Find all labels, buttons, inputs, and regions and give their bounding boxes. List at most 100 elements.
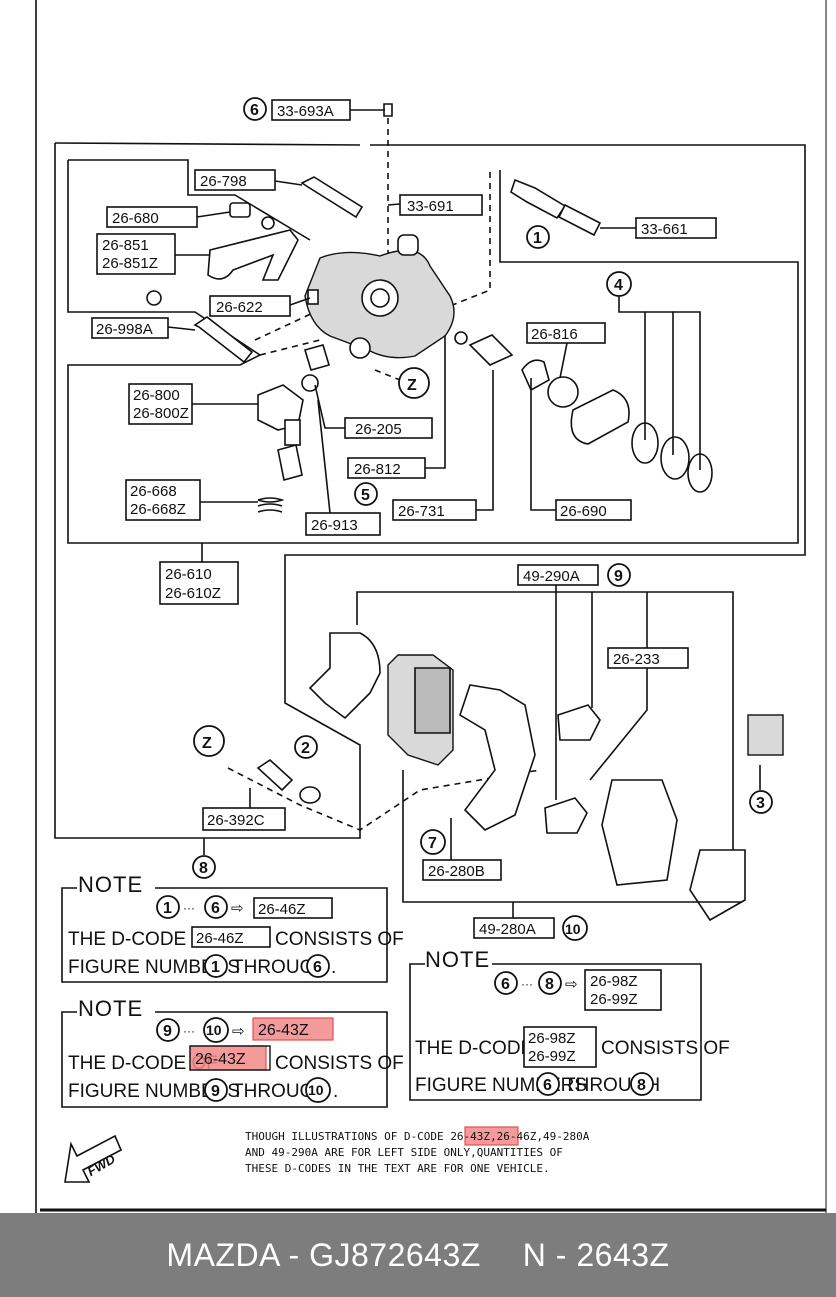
ref-circle-1: 1: [526, 225, 550, 249]
part-label-26-233: 26-233: [607, 647, 689, 669]
svg-text:7: 7: [428, 835, 437, 852]
svg-text:26-392C: 26-392C: [207, 812, 265, 829]
svg-text:33-661: 33-661: [641, 221, 688, 238]
svg-text:26-816: 26-816: [531, 326, 578, 343]
ref-circle-9-top: 9: [607, 563, 631, 587]
svg-text:33-691: 33-691: [407, 198, 454, 215]
part-label-26-998A: 26-998A: [91, 317, 169, 339]
svg-text:26-46Z: 26-46Z: [196, 930, 244, 947]
part-label-26-205: 26-205: [344, 417, 433, 439]
svg-text:6: 6: [250, 102, 259, 119]
svg-text:5: 5: [361, 487, 370, 504]
svg-text:NOTE: NOTE: [425, 947, 490, 972]
ref-circle-7: 7: [420, 829, 446, 855]
svg-text:26-46Z: 26-46Z: [258, 901, 306, 918]
svg-text:3: 3: [756, 795, 765, 812]
ref-circle-5: 5: [354, 482, 378, 506]
svg-text:THE D-CODE OF: THE D-CODE OF: [68, 929, 218, 950]
svg-text:10: 10: [565, 921, 581, 937]
part-label-49-280A: 49-280A: [473, 917, 555, 939]
highlight-26-43Z-b: [189, 1045, 267, 1071]
svg-text:6: 6: [501, 976, 510, 993]
svg-text:26-668Z: 26-668Z: [130, 501, 186, 518]
svg-text:26-800Z: 26-800Z: [133, 405, 189, 422]
svg-text:1: 1: [163, 900, 172, 917]
ref-circle-3: 3: [749, 790, 773, 814]
svg-text:26-205: 26-205: [355, 421, 402, 438]
footer-part-number: MAZDA - GJ872643Z: [166, 1236, 481, 1273]
footnote: THOUGH ILLUSTRATIONS OF D-CODE 26-43Z,26…: [245, 1126, 590, 1175]
svg-text:⇨: ⇨: [565, 976, 578, 993]
svg-text:FIGURE NUMBERS: FIGURE NUMBERS: [68, 1081, 240, 1102]
svg-text:26-280B: 26-280B: [428, 863, 485, 880]
svg-text:26-998A: 26-998A: [96, 321, 153, 338]
svg-text:8: 8: [199, 860, 208, 877]
svg-text:33-693A: 33-693A: [277, 103, 334, 120]
part-label-49-290A: 49-290A: [517, 564, 599, 586]
svg-text:.: .: [333, 1081, 338, 1102]
svg-text:THOUGH ILLUSTRATIONS OF D-CODE: THOUGH ILLUSTRATIONS OF D-CODE 26-43Z,26…: [245, 1130, 590, 1143]
svg-text:26-690: 26-690: [560, 503, 607, 520]
part-label-26-798: 26-798: [194, 169, 276, 191]
svg-text:26-43Z: 26-43Z: [258, 1022, 309, 1039]
svg-text:10: 10: [206, 1022, 222, 1038]
part-label-26-913: 26-913: [305, 512, 381, 536]
ref-circle-2: 2: [294, 735, 318, 759]
svg-text:49-290A: 49-290A: [523, 568, 580, 585]
svg-text:···: ···: [183, 901, 195, 915]
highlight-26-43Z-a: [252, 1017, 334, 1041]
svg-text:26-798: 26-798: [200, 173, 247, 190]
part-label-26-280B: 26-280B: [422, 859, 502, 881]
ref-circle-4: 4: [606, 271, 632, 297]
svg-text:THESE D-CODES IN THE TEXT ARE: THESE D-CODES IN THE TEXT ARE FOR ONE VE…: [245, 1162, 550, 1175]
part-label-26-690: 26-690: [555, 499, 632, 521]
part-label-26-392C: 26-392C: [202, 807, 286, 831]
part-label-33-691: 33-691: [399, 194, 483, 216]
ref-circle-6-top: 6: [243, 97, 267, 121]
svg-text:···: ···: [521, 977, 533, 991]
ref-circle-z-bottom: Z: [193, 725, 225, 757]
svg-text:AND 49-290A ARE FOR LEFT SIDE: AND 49-290A ARE FOR LEFT SIDE ONLY,QUANT…: [245, 1146, 563, 1159]
footer-bar: MAZDA - GJ872643Z N - 2643Z: [0, 1213, 836, 1297]
svg-text:NOTE: NOTE: [78, 872, 143, 897]
svg-text:⇨: ⇨: [231, 900, 244, 917]
part-label-26-812: 26-812: [347, 457, 426, 479]
svg-text:26-731: 26-731: [398, 503, 445, 520]
svg-text:6: 6: [543, 1077, 552, 1094]
svg-text:26-622: 26-622: [216, 299, 263, 316]
svg-text:Z: Z: [202, 735, 212, 752]
svg-text:8: 8: [637, 1077, 646, 1094]
svg-text:26-668: 26-668: [130, 483, 177, 500]
svg-text:CONSISTS OF: CONSISTS OF: [601, 1038, 730, 1059]
highlight-26-43Z-c: [464, 1126, 519, 1146]
ref-circle-10-bottom: 10: [562, 915, 588, 941]
svg-text:1: 1: [211, 959, 220, 976]
svg-text:2: 2: [301, 740, 310, 757]
svg-text:26-98Z: 26-98Z: [590, 973, 638, 990]
svg-text:26-233: 26-233: [613, 651, 660, 668]
svg-text:THROUGH: THROUGH: [232, 957, 328, 978]
svg-text:CONSISTS OF: CONSISTS OF: [275, 1053, 404, 1074]
ref-circle-z-top: Z: [398, 367, 430, 399]
svg-text:FIGURE NUMBERS: FIGURE NUMBERS: [68, 957, 240, 978]
part-label-33-661: 33-661: [635, 217, 717, 239]
part-label-33-693A: 33-693A: [271, 99, 351, 121]
svg-text:···: ···: [183, 1024, 195, 1038]
svg-text:26-98Z: 26-98Z: [528, 1030, 576, 1047]
svg-text:10: 10: [308, 1082, 324, 1098]
part-label-26-731: 26-731: [392, 499, 477, 521]
svg-text:NOTE: NOTE: [78, 996, 143, 1021]
svg-text:26-851: 26-851: [102, 237, 149, 254]
svg-text:THE D-CODE OF: THE D-CODE OF: [68, 1053, 218, 1074]
svg-text:⇨: ⇨: [232, 1023, 245, 1040]
svg-text:9: 9: [163, 1023, 172, 1040]
note-2: NOTE 9 ··· 10 ⇨ 26-43Z THE D-CODE OF 26-…: [61, 996, 404, 1108]
svg-text:CONSISTS OF: CONSISTS OF: [275, 929, 404, 950]
footer-reference: N - 2643Z: [522, 1236, 670, 1273]
part-label-26-680: 26-680: [106, 206, 198, 228]
